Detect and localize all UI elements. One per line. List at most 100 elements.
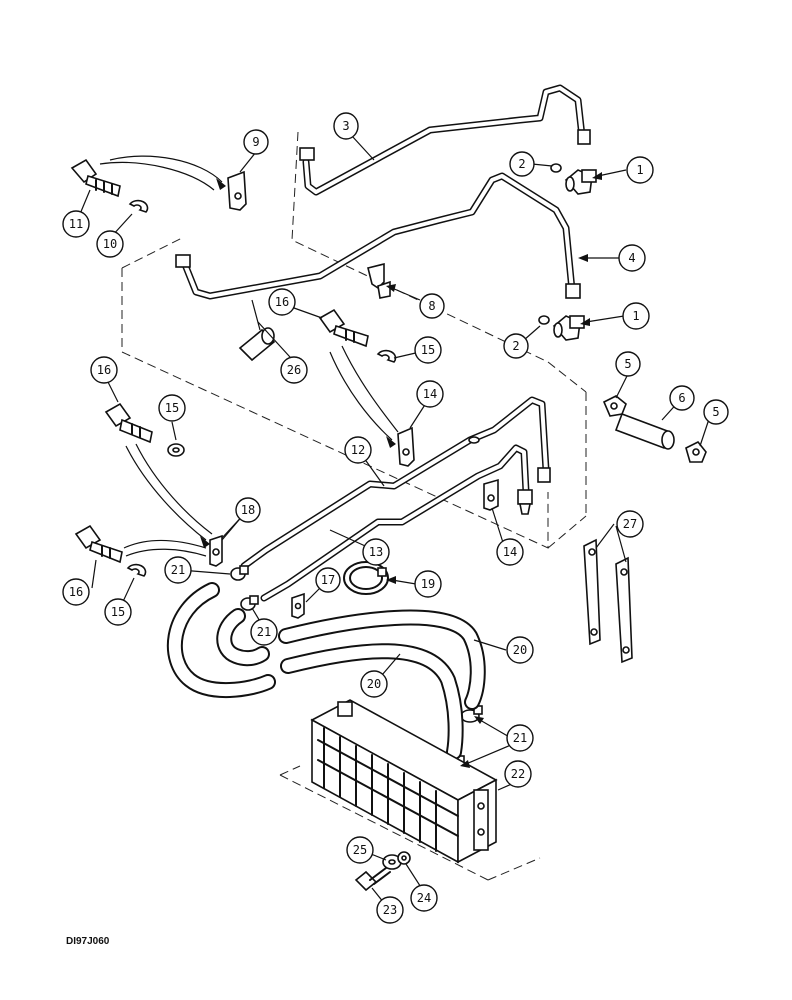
svg-text:15: 15 bbox=[165, 401, 179, 415]
svg-text:1: 1 bbox=[632, 309, 639, 323]
svg-text:16: 16 bbox=[69, 585, 83, 599]
nut-5-lower bbox=[685, 440, 707, 463]
callout-5-upper: 5 bbox=[615, 351, 641, 377]
hydraulic-tube-13 bbox=[260, 444, 533, 602]
callout-17: 17 bbox=[315, 567, 341, 593]
callout-14-upper: 14 bbox=[416, 380, 444, 408]
bolt-16-left bbox=[104, 402, 153, 444]
svg-text:6: 6 bbox=[678, 391, 685, 405]
svg-text:2: 2 bbox=[512, 339, 519, 353]
svg-text:15: 15 bbox=[421, 343, 435, 357]
hose-clamp-21-a bbox=[230, 565, 249, 581]
spacer-26 bbox=[238, 327, 276, 362]
svg-text:20: 20 bbox=[367, 677, 381, 691]
bracket-8 bbox=[367, 262, 391, 299]
svg-text:27: 27 bbox=[623, 517, 637, 531]
callout-1-lower: 1 bbox=[622, 302, 650, 330]
tube-12-fitting bbox=[537, 467, 551, 483]
callout-6: 6 bbox=[669, 385, 695, 411]
svg-text:21: 21 bbox=[513, 731, 527, 745]
band-clamp-19 bbox=[343, 561, 389, 595]
callout-15-middle: 15 bbox=[414, 336, 442, 364]
washer-15-left bbox=[167, 443, 185, 457]
callout-19: 19 bbox=[414, 570, 442, 598]
o-ring-2-lower bbox=[538, 315, 550, 325]
svg-text:21: 21 bbox=[257, 625, 271, 639]
hydraulic-tube-12 bbox=[240, 396, 551, 570]
svg-text:16: 16 bbox=[275, 295, 289, 309]
callout-15-lower: 15 bbox=[104, 598, 132, 626]
callout-24: 24 bbox=[410, 884, 438, 912]
callout-20-left: 20 bbox=[360, 670, 388, 698]
hose-clamp-21-b bbox=[240, 595, 259, 611]
bolt-11 bbox=[70, 158, 121, 198]
svg-text:24: 24 bbox=[417, 891, 431, 905]
svg-text:4: 4 bbox=[628, 251, 635, 265]
callout-20-right: 20 bbox=[506, 636, 534, 664]
tube-3-fitting-top bbox=[299, 147, 315, 161]
svg-text:22: 22 bbox=[511, 767, 525, 781]
callout-12: 12 bbox=[344, 436, 372, 464]
svg-text:17: 17 bbox=[321, 573, 335, 587]
svg-text:21: 21 bbox=[171, 563, 185, 577]
svg-text:19: 19 bbox=[421, 577, 435, 591]
bolt-16-middle bbox=[318, 308, 369, 348]
clamp-9 bbox=[227, 170, 247, 211]
screw-23 bbox=[354, 867, 391, 892]
callout-15-left: 15 bbox=[158, 394, 186, 422]
washer-15-lower bbox=[126, 563, 147, 577]
hose-20-upper bbox=[278, 609, 486, 710]
svg-text:5: 5 bbox=[712, 405, 719, 419]
callout-11: 11 bbox=[62, 210, 90, 238]
svg-text:16: 16 bbox=[97, 363, 111, 377]
bracket-27-left bbox=[583, 538, 601, 646]
elbow-fitting-1-upper bbox=[564, 169, 597, 195]
assembly-motion-arrows bbox=[99, 155, 399, 557]
washer-15-middle bbox=[376, 349, 397, 363]
callout-25: 25 bbox=[346, 836, 374, 864]
washer-24 bbox=[397, 851, 411, 865]
tube-4-fitting-right bbox=[565, 283, 581, 299]
callout-21-c: 21 bbox=[506, 724, 534, 752]
callout-18: 18 bbox=[235, 497, 261, 523]
svg-text:20: 20 bbox=[513, 643, 527, 657]
svg-text:8: 8 bbox=[428, 299, 435, 313]
svg-text:5: 5 bbox=[624, 357, 631, 371]
hydraulic-tube-3 bbox=[299, 84, 591, 196]
figure-id: DI97J060 bbox=[66, 936, 110, 947]
svg-text:18: 18 bbox=[241, 503, 255, 517]
callout-3: 3 bbox=[333, 112, 359, 140]
hose-20-lower bbox=[280, 643, 464, 760]
washer-10 bbox=[128, 199, 149, 213]
svg-text:10: 10 bbox=[103, 237, 117, 251]
spacer-6 bbox=[614, 412, 675, 450]
elbow-fitting-1-lower bbox=[552, 315, 585, 341]
cooler-fins bbox=[317, 727, 459, 852]
bolt-16-lower bbox=[74, 524, 123, 564]
bracket-27-right bbox=[615, 556, 633, 664]
callout-13: 13 bbox=[362, 538, 390, 566]
svg-text:1: 1 bbox=[636, 163, 643, 177]
callout-5-lower: 5 bbox=[703, 399, 729, 425]
svg-text:25: 25 bbox=[353, 843, 367, 857]
tube-3-fitting-right bbox=[577, 129, 591, 145]
callout-10: 10 bbox=[96, 230, 124, 258]
svg-text:14: 14 bbox=[423, 387, 437, 401]
svg-text:9: 9 bbox=[252, 135, 259, 149]
tube-4-fitting-left bbox=[175, 254, 191, 268]
callout-22: 22 bbox=[504, 760, 532, 788]
callout-1-upper: 1 bbox=[626, 156, 654, 184]
oil-cooler-22 bbox=[310, 699, 498, 864]
clamp-18 bbox=[209, 534, 223, 567]
nut-5-upper bbox=[602, 395, 627, 417]
cooler-bracket bbox=[473, 789, 489, 851]
callout-2-lower: 2 bbox=[503, 333, 529, 359]
hydraulic-tube-4 bbox=[175, 172, 581, 300]
callout-26: 26 bbox=[280, 356, 308, 384]
callout-21-a: 21 bbox=[164, 556, 192, 584]
svg-text:14: 14 bbox=[503, 545, 517, 559]
callout-4: 4 bbox=[618, 244, 646, 272]
clamp-14-lower bbox=[483, 478, 499, 511]
callout-21-b: 21 bbox=[250, 618, 278, 646]
